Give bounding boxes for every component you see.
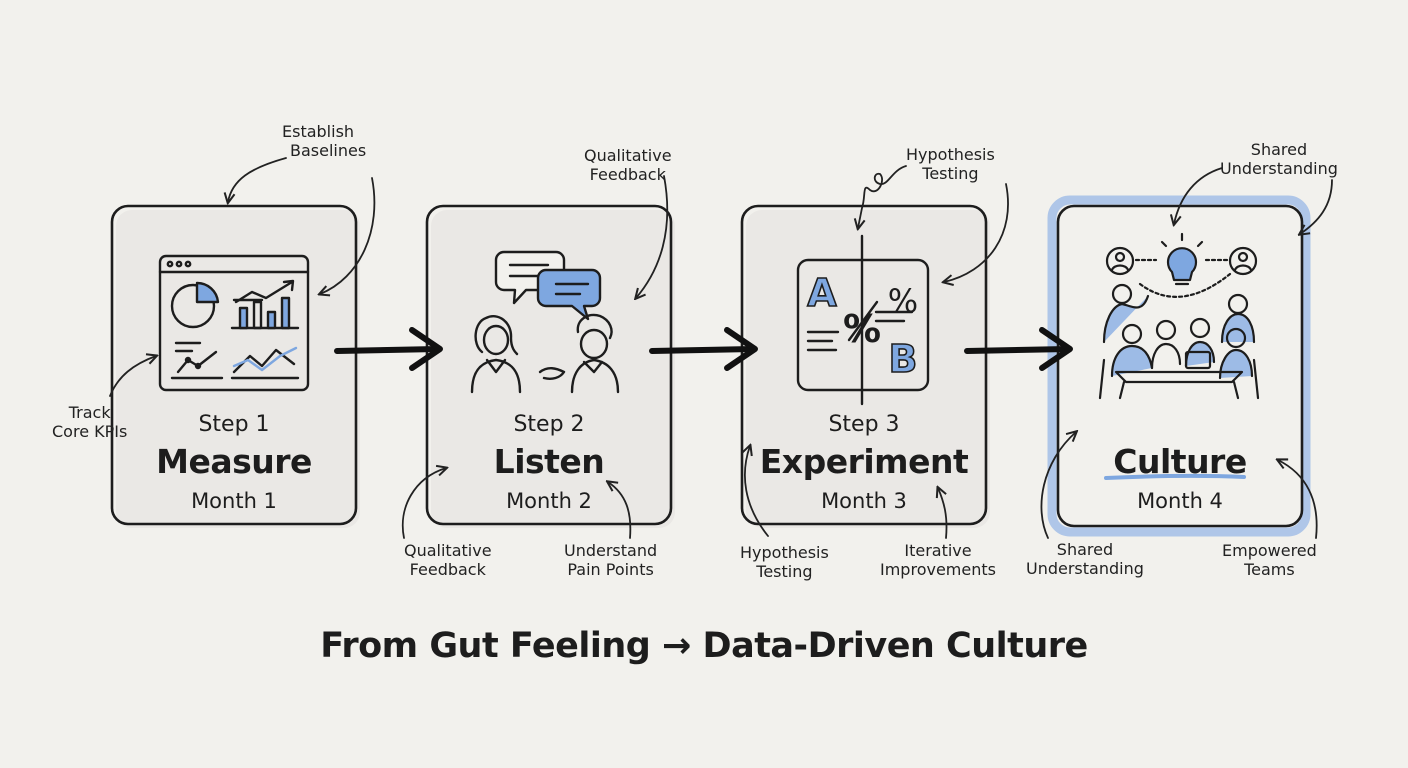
flow-arrow-3	[964, 327, 1073, 371]
month-label: Month 4	[1137, 489, 1223, 513]
step-title: Measure	[156, 442, 312, 481]
flow-arrow-1	[334, 327, 443, 371]
ab-percent-large: %	[843, 307, 881, 351]
dashboard-charts-icon	[158, 254, 310, 392]
step-label: Step 2	[513, 412, 585, 437]
ab-letter-b: B	[889, 337, 918, 381]
month-label: Month 3	[821, 489, 907, 513]
step-label: Step 1	[198, 412, 270, 437]
step-label: Step 3	[828, 412, 900, 437]
ab-test-icon	[796, 234, 930, 406]
flow-arrow-2	[649, 327, 758, 371]
step-title: Listen	[493, 442, 605, 481]
card-experiment: Step 3 Experiment Month 3	[742, 206, 986, 524]
month-label: Month 1	[191, 489, 277, 513]
ab-letter-a: A	[807, 271, 837, 315]
step-title: Culture	[1113, 442, 1247, 481]
card-listen: Step 2 Listen Month 2	[427, 206, 671, 524]
pointer-arrows	[109, 157, 1333, 539]
card-culture: Culture Month 4	[1058, 206, 1302, 524]
culture-underline	[1104, 473, 1246, 480]
conversation-people-icon	[470, 250, 620, 394]
step-title: Experiment	[759, 442, 969, 481]
ab-percent-small: %	[888, 282, 918, 320]
month-label: Month 2	[506, 489, 592, 513]
team-collaboration-icon	[1098, 232, 1260, 400]
tagline: From Gut Feeling → Data-Driven Culture	[320, 626, 1088, 666]
card-measure: Step 1 Measure Month 1	[112, 206, 356, 524]
